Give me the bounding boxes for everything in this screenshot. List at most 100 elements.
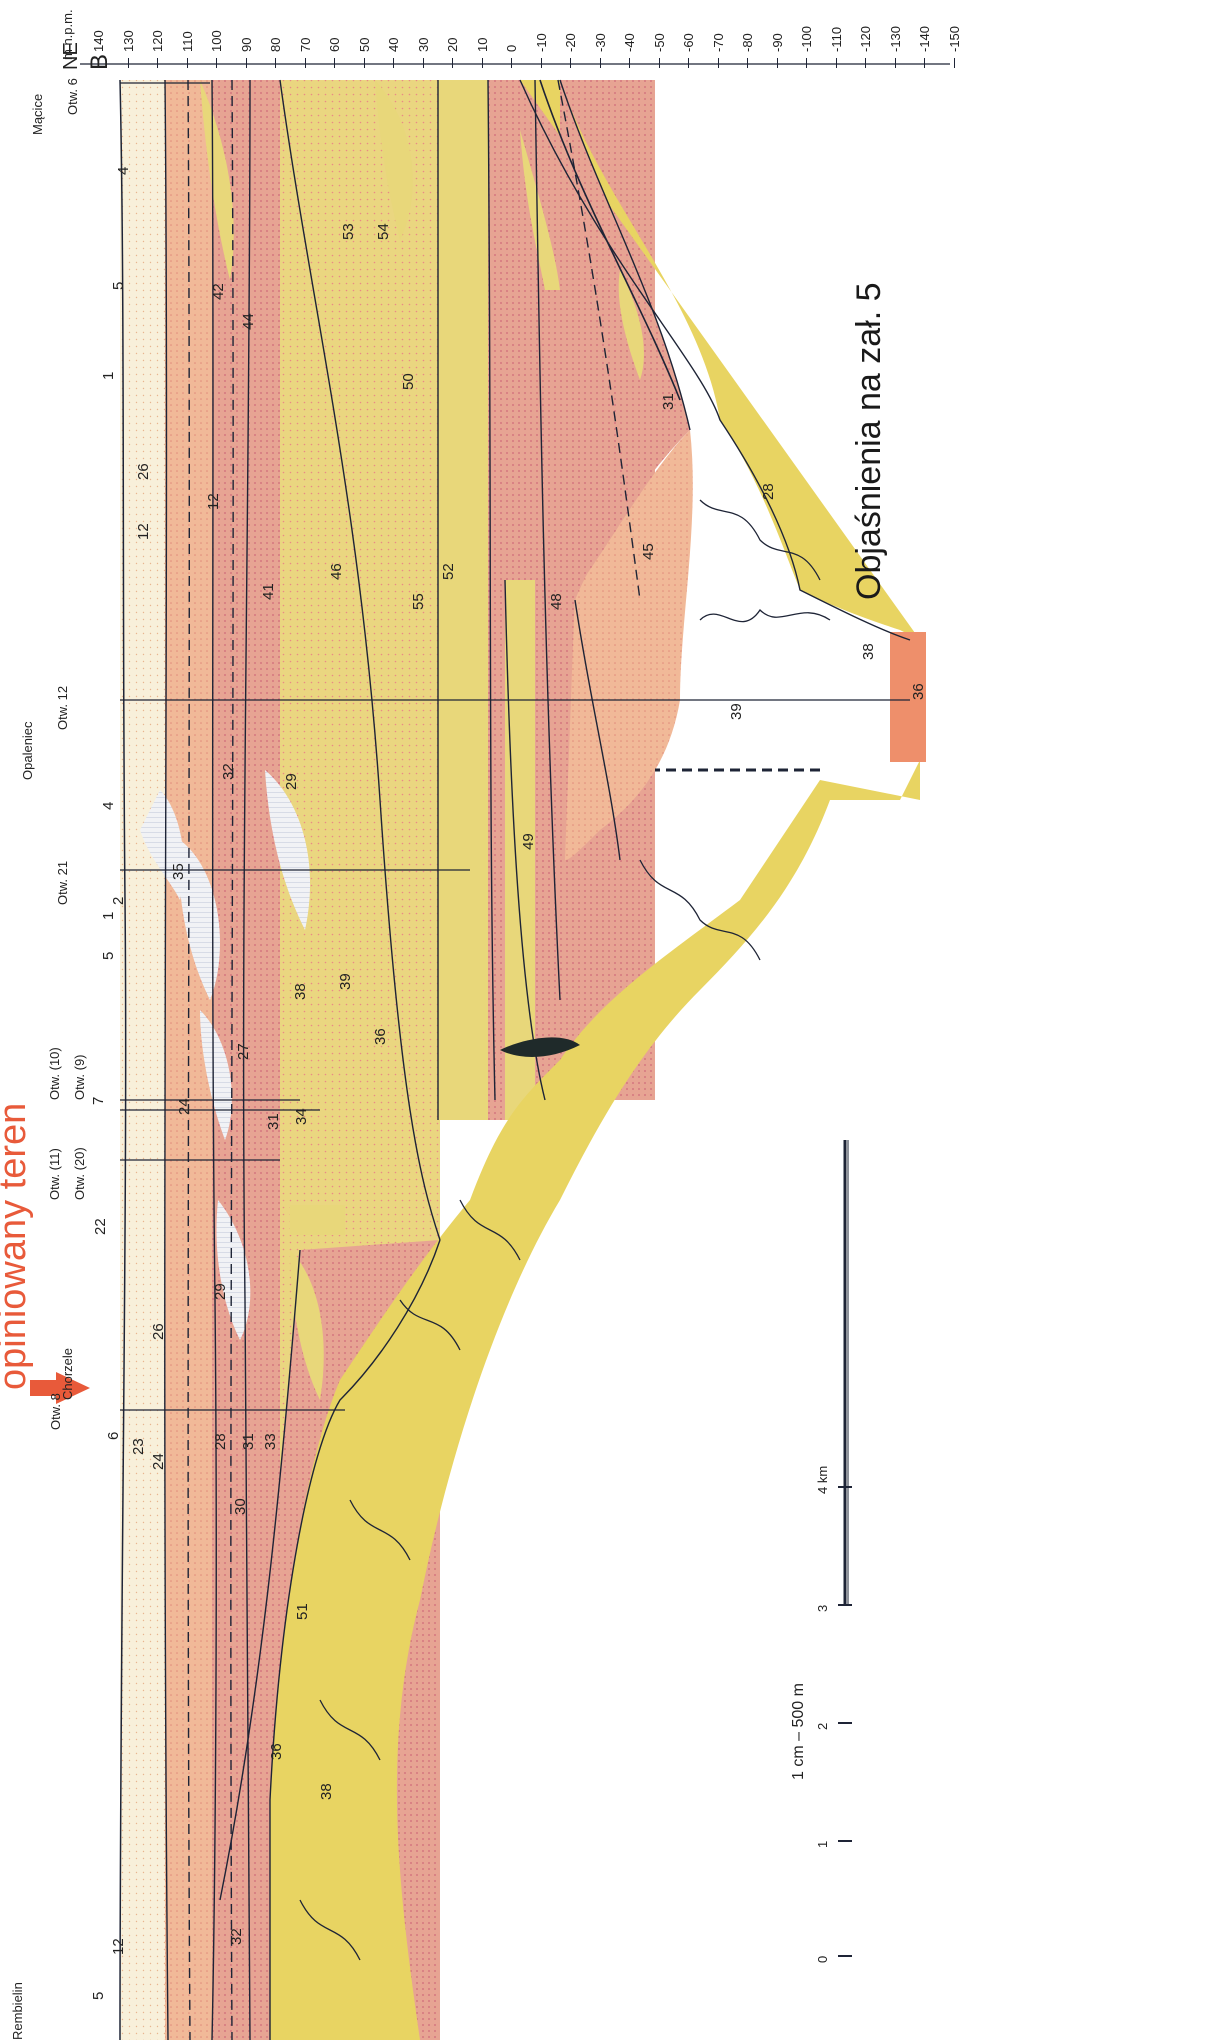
assessed-area-label: opiniowany teren bbox=[0, 1103, 35, 1390]
axis-tick-mark bbox=[157, 58, 158, 68]
axis-tick-label: 120 bbox=[150, 30, 165, 52]
place-macice: Mącice bbox=[30, 94, 45, 135]
axis-tick-label: -120 bbox=[858, 26, 873, 52]
layer-number-label: 48 bbox=[548, 593, 565, 610]
scale-tick-mark bbox=[838, 1604, 852, 1606]
axis-tick-label: -50 bbox=[652, 33, 667, 52]
borehole-label-otw9: Otw. (9) bbox=[72, 1054, 87, 1100]
layer-number-label: 38 bbox=[292, 983, 309, 1000]
scale-tick-label: 1 bbox=[815, 1841, 830, 1848]
layer-number-label: 12 bbox=[205, 493, 222, 510]
borehole-label-otw8: Otw. 8 bbox=[48, 1393, 63, 1430]
layer-number-label: 28 bbox=[760, 483, 777, 500]
place-opaleniec: Opaleniec bbox=[20, 721, 35, 780]
axis-tick-label: 80 bbox=[268, 38, 283, 52]
layer-number-label: 52 bbox=[440, 563, 457, 580]
layer-number-label: 39 bbox=[728, 703, 745, 720]
layer-number-label: 50 bbox=[400, 373, 417, 390]
axis-tick-mark bbox=[128, 58, 129, 68]
axis-tick-mark bbox=[924, 58, 925, 68]
axis-tick-mark bbox=[806, 58, 807, 68]
scale-tick-mark bbox=[838, 1955, 852, 1957]
axis-tick-label: -80 bbox=[740, 33, 755, 52]
surface-number-label: 5 bbox=[100, 952, 117, 960]
axis-unit: m n.p.m. bbox=[60, 9, 75, 60]
layer-number-label: 38 bbox=[860, 643, 877, 660]
borehole-label-otw12: Otw. 12 bbox=[55, 686, 70, 730]
borehole-label-otw6: Otw. 6 bbox=[65, 78, 80, 115]
axis-tick-mark bbox=[895, 58, 896, 68]
layer-number-label: 26 bbox=[150, 1323, 167, 1340]
layer-number-label: 49 bbox=[520, 833, 537, 850]
axis-tick-mark bbox=[836, 58, 837, 68]
header-letter: B bbox=[86, 54, 114, 70]
axis-tick-label: -130 bbox=[888, 26, 903, 52]
axis-tick-label: -40 bbox=[622, 33, 637, 52]
scale-tick-mark bbox=[838, 1486, 852, 1488]
layer-number-label: 51 bbox=[294, 1603, 311, 1620]
surface-number-label: 4 bbox=[115, 167, 132, 175]
scale-tick-label: 4 km bbox=[815, 1466, 830, 1494]
axis-tick-mark bbox=[246, 58, 247, 68]
layer-number-label: 34 bbox=[293, 1108, 310, 1125]
axis-tick-label: -100 bbox=[799, 26, 814, 52]
axis-tick-mark bbox=[865, 58, 866, 68]
axis-tick-label: -70 bbox=[711, 33, 726, 52]
axis-tick-mark bbox=[452, 58, 453, 68]
layer-number-label: 38 bbox=[318, 1783, 335, 1800]
axis-tick-mark bbox=[688, 58, 689, 68]
layer-41 bbox=[438, 80, 490, 1120]
axis-tick-label: -10 bbox=[534, 33, 549, 52]
scale-tick-mark bbox=[838, 1722, 852, 1724]
layer-number-label: 24 bbox=[150, 1453, 167, 1470]
layer-number-label: 28 bbox=[212, 1433, 229, 1450]
axis-tick-label: 60 bbox=[327, 38, 342, 52]
borehole-label-otw11: Otw. (11) bbox=[47, 1148, 62, 1200]
axis-tick-mark bbox=[275, 58, 276, 68]
axis-tick-mark bbox=[482, 58, 483, 68]
borehole-label-otw20: Otw. (20) bbox=[72, 1147, 87, 1200]
layer-surface bbox=[120, 80, 168, 2040]
axis-tick-mark bbox=[423, 58, 424, 68]
surface-number-label: 5 bbox=[110, 282, 127, 290]
scale-tick-label: 2 bbox=[815, 1723, 830, 1730]
axis-tick-mark bbox=[364, 58, 365, 68]
axis-tick-mark bbox=[187, 58, 188, 68]
axis-tick-mark bbox=[541, 58, 542, 68]
axis-tick-label: 10 bbox=[475, 38, 490, 52]
surface-number-label: 4 bbox=[100, 802, 117, 810]
axis-tick-mark bbox=[216, 58, 217, 68]
axis-tick-label: 100 bbox=[209, 30, 224, 52]
layer-number-label: 26 bbox=[135, 463, 152, 480]
axis-tick-label: -110 bbox=[829, 27, 844, 52]
surface-number-label: 6 bbox=[105, 1432, 122, 1440]
axis-tick-mark bbox=[600, 58, 601, 68]
layer-number-label: 31 bbox=[240, 1433, 257, 1450]
layer-number-label: 53 bbox=[340, 223, 357, 240]
axis-tick-label: 40 bbox=[386, 38, 401, 52]
axis-tick-mark bbox=[629, 58, 630, 68]
scale-ratio: 1 cm – 500 m bbox=[790, 1683, 808, 1780]
axis-tick-mark bbox=[777, 58, 778, 68]
surface-number-label: 12 bbox=[135, 523, 152, 540]
layer-number-label: 55 bbox=[410, 593, 427, 610]
axis-tick-label: -90 bbox=[770, 33, 785, 52]
layer-51 bbox=[290, 1205, 345, 1235]
axis-tick-label: 90 bbox=[239, 38, 254, 52]
layer-number-label: 29 bbox=[212, 1283, 229, 1300]
surface-number-label: 1 bbox=[100, 912, 117, 920]
layer-number-label: 36 bbox=[268, 1743, 285, 1760]
layer-number-label: 36 bbox=[372, 1028, 389, 1045]
layer-number-label: 44 bbox=[240, 313, 257, 330]
layer-number-label: 23 bbox=[130, 1438, 147, 1455]
scale-tick-label: 3 bbox=[815, 1605, 830, 1612]
axis-tick-mark bbox=[305, 58, 306, 68]
layer-number-label: 42 bbox=[210, 283, 227, 300]
axis-tick-mark bbox=[747, 58, 748, 68]
axis-tick-label: 20 bbox=[445, 38, 460, 52]
axis-tick-mark bbox=[570, 58, 571, 68]
layer-number-label: 29 bbox=[283, 773, 300, 790]
layer-number-label: 30 bbox=[232, 1498, 249, 1515]
axis-tick-label: 0 bbox=[504, 45, 519, 52]
surface-number-label: 2 bbox=[110, 897, 127, 905]
